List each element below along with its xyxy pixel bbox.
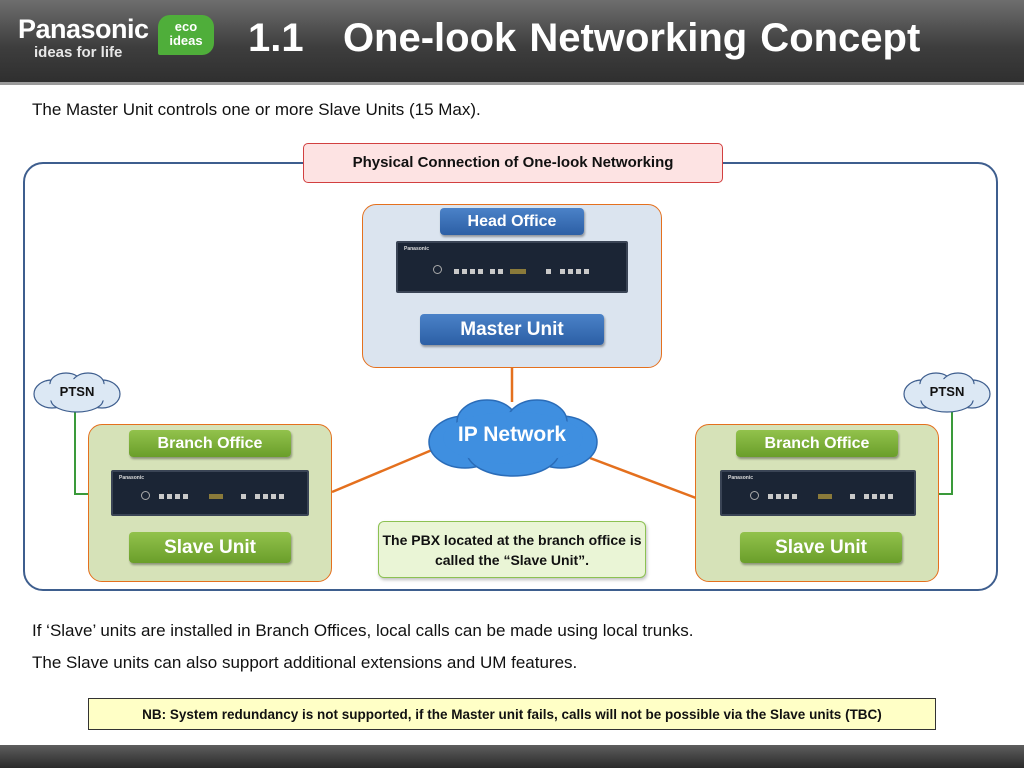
port [498, 269, 503, 274]
port [880, 494, 885, 499]
ideas-label: ideas [169, 33, 203, 48]
pbx-brand: Panasonic [119, 475, 145, 481]
ptsn-cloud-left-icon [33, 372, 121, 413]
eco-ideas-logo: eco ideas [158, 15, 214, 55]
ip-network-label: IP Network [457, 423, 567, 446]
port [255, 494, 260, 499]
head-office-label: Head Office [440, 208, 584, 235]
body-text-line-2: The Slave units can also support additio… [32, 653, 578, 672]
slave-unit-note: The PBX located at the branch office is … [378, 521, 646, 578]
footer-bar [0, 745, 1024, 768]
title-bar-divider [0, 82, 1024, 85]
diagram-heading: Physical Connection of One-look Networki… [303, 143, 723, 183]
port [462, 269, 467, 274]
nb-warning-box: NB: System redundancy is not supported, … [88, 698, 936, 730]
port [263, 494, 268, 499]
slave-pbx-right-device: Panasonic [720, 470, 916, 516]
ptsn-cloud-right-icon [903, 372, 991, 413]
port [510, 269, 526, 274]
body-text-line-1: If ‘Slave’ units are installed in Branch… [32, 621, 694, 640]
branch-office-right-label: Branch Office [736, 430, 898, 457]
pbx-brand: Panasonic [404, 246, 430, 252]
port [576, 269, 581, 274]
port [279, 494, 284, 499]
port [584, 269, 589, 274]
port [470, 269, 475, 274]
port [183, 494, 188, 499]
master-unit-label: Master Unit [420, 314, 604, 345]
port [241, 494, 246, 499]
power-knob [433, 265, 442, 274]
port [768, 494, 773, 499]
pbx-brand: Panasonic [728, 475, 754, 481]
power-knob [750, 491, 759, 500]
port [454, 269, 459, 274]
port [546, 269, 551, 274]
power-knob [141, 491, 150, 500]
slave-pbx-left-device: Panasonic [111, 470, 309, 516]
port [560, 269, 565, 274]
port [175, 494, 180, 499]
panasonic-logo: Panasonic [18, 14, 149, 44]
ip-right-branch-link [589, 456, 697, 500]
master-pbx-device: Panasonic [396, 241, 628, 293]
port [490, 269, 495, 274]
port [872, 494, 877, 499]
eco-label: eco [174, 19, 198, 34]
port [888, 494, 893, 499]
port [792, 494, 797, 499]
ip-left-branch-link [331, 448, 433, 494]
slide-title: 1.1 One-look Networking Concept [248, 16, 921, 60]
port [776, 494, 781, 499]
port [850, 494, 855, 499]
ptsn-left-label: PTSN [59, 384, 95, 399]
port [478, 269, 483, 274]
port [271, 494, 276, 499]
slave-unit-left-label: Slave Unit [129, 532, 291, 563]
port [167, 494, 172, 499]
port [818, 494, 832, 499]
port [864, 494, 869, 499]
ptsn-right-label: PTSN [929, 384, 965, 399]
ip-network-cloud-icon [428, 399, 598, 477]
port [784, 494, 789, 499]
branch-office-left-label: Branch Office [129, 430, 291, 457]
port [209, 494, 223, 499]
intro-text: The Master Unit controls one or more Sla… [32, 100, 481, 119]
port [159, 494, 164, 499]
logo-tagline: ideas for life [34, 44, 123, 61]
port [568, 269, 573, 274]
slave-unit-right-label: Slave Unit [740, 532, 902, 563]
